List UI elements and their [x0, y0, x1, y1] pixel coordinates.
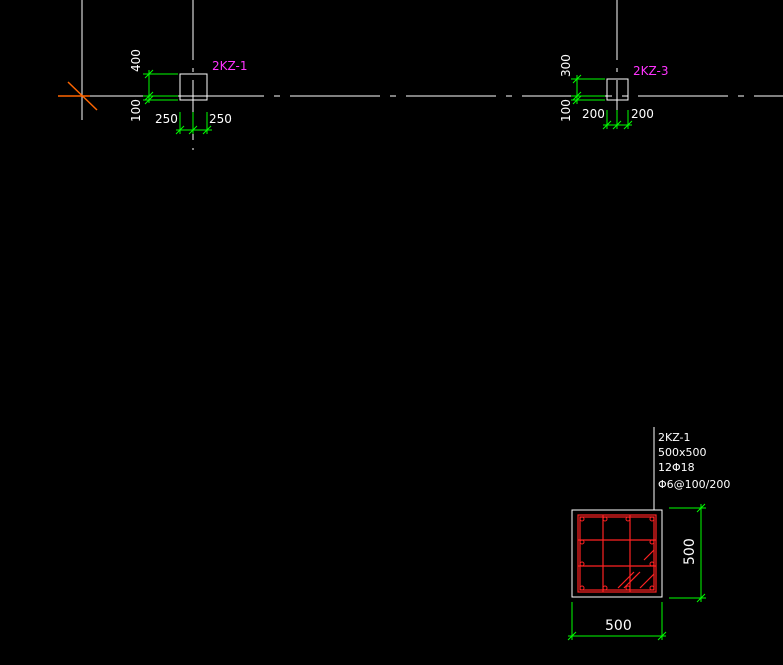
section-size: 500x500	[658, 446, 707, 459]
column-outline	[179, 73, 208, 101]
column-plan-2kz-1[interactable]: 2KZ-1 400 100 250 250	[129, 49, 247, 135]
dimension-lines	[143, 69, 212, 135]
dim-bottom-label: 100	[129, 99, 143, 122]
section-main-rebar: 12Φ18	[658, 461, 695, 474]
dim-right-label: 250	[209, 112, 232, 126]
section-outline	[571, 509, 663, 598]
section-dimension-lines	[567, 503, 706, 641]
column-tag-label: 2KZ-1	[212, 59, 247, 73]
section-height-label: 500	[682, 538, 698, 565]
dim-bottom-label: 100	[559, 99, 573, 122]
dim-top-label: 400	[129, 49, 143, 72]
dim-left-label: 250	[155, 112, 178, 126]
section-tag: 2KZ-1	[658, 431, 691, 444]
column-outline	[606, 78, 629, 101]
dim-top-label: 300	[559, 54, 573, 77]
section-width-label: 500	[605, 618, 632, 634]
dim-right-label: 200	[631, 107, 654, 121]
axis-lines	[58, 0, 783, 150]
section-stirrup: Φ6@100/200	[658, 478, 730, 491]
dim-left-label: 200	[582, 107, 605, 121]
origin-marker	[58, 81, 98, 111]
column-tag-label: 2KZ-3	[633, 64, 668, 78]
dimension-lines	[571, 74, 633, 130]
column-section-detail[interactable]: 2KZ-1 500x500 12Φ18 Φ6@100/200	[567, 427, 730, 641]
rebar-cage	[577, 514, 657, 593]
rebar-bars	[579, 516, 655, 591]
column-plan-2kz-3[interactable]: 2KZ-3 300 100 200 200	[559, 54, 668, 130]
